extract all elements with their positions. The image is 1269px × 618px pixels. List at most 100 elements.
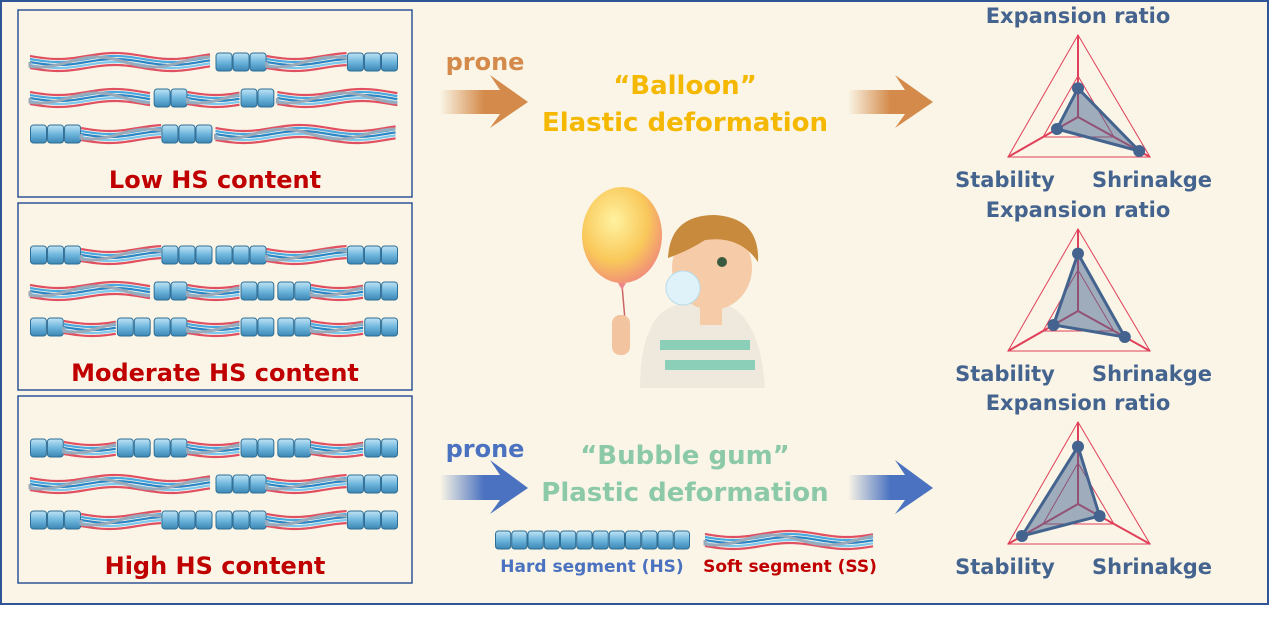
- hard-segment: [277, 281, 312, 301]
- hard-segment: [240, 438, 275, 458]
- radar-point: [1051, 123, 1063, 135]
- radar-point: [1133, 145, 1146, 157]
- hard-segment: [30, 317, 64, 337]
- hard-segment: [346, 245, 399, 265]
- hard-segment: [240, 317, 275, 337]
- radar-grid: [1007, 228, 1151, 352]
- soft-segment: [185, 283, 240, 302]
- radar-axis-label: Expansion ratio: [986, 198, 1171, 222]
- soft-segment: [185, 440, 240, 459]
- soft-segment: [185, 319, 240, 338]
- prone-label-top: prone: [446, 48, 525, 76]
- radar-point: [1072, 247, 1084, 260]
- radar-axis-label: Shrinakge: [1092, 362, 1212, 386]
- radar-axis-label: Stability: [955, 362, 1055, 386]
- hard-segment: [161, 245, 213, 265]
- hard-segment: [30, 124, 82, 144]
- radar-grid: [1007, 34, 1151, 158]
- radar-axis-label: Expansion ratio: [986, 4, 1171, 28]
- soft-segment: [309, 319, 364, 338]
- soft-segment: [28, 473, 211, 495]
- hard-segment: [116, 317, 151, 337]
- arrow-blue-icon: [440, 460, 528, 514]
- soft-segment: [309, 440, 364, 459]
- hard-segment: [30, 438, 64, 458]
- hard-segment: [153, 88, 188, 108]
- hard-segment: [346, 474, 399, 494]
- hard-segment: [364, 317, 398, 337]
- plastic-deformation-label: Plastic deformation: [541, 478, 828, 508]
- soft-segment: [265, 510, 347, 531]
- soft-segment: [265, 52, 347, 73]
- hard-segment: [240, 88, 275, 108]
- bubble-gum-label: “Bubble gum”: [580, 441, 790, 471]
- radar-point: [1072, 82, 1084, 95]
- soft-segment: [309, 283, 364, 302]
- hard-segment: [153, 281, 188, 301]
- hard-segment: [346, 52, 399, 72]
- elastic-deformation-label: Elastic deformation: [542, 108, 828, 138]
- radar-point: [1118, 331, 1131, 343]
- soft-segment: [62, 440, 117, 459]
- panel-title: High HS content: [105, 552, 326, 580]
- hard-segment: [116, 438, 151, 458]
- soft-segment: [28, 280, 151, 302]
- balloon-label: “Balloon”: [613, 71, 757, 101]
- soft-segment: [265, 245, 347, 266]
- radar-point: [1047, 319, 1060, 331]
- soft-segment: [214, 123, 396, 145]
- arrow-orange-icon: [848, 75, 933, 128]
- soft-segment: [79, 245, 162, 266]
- hard-segment: [240, 281, 275, 301]
- radar-area: [1054, 85, 1145, 154]
- hard-segment: [161, 124, 213, 144]
- radar-grid: [1007, 421, 1151, 545]
- soft-segment: [275, 87, 398, 109]
- panel-title: Low HS content: [109, 166, 321, 194]
- radar-axis-label: Shrinakge: [1092, 555, 1212, 579]
- hard-segment: [495, 530, 690, 550]
- hard-segment: [30, 245, 82, 265]
- radar-point: [1093, 510, 1106, 522]
- panel-2: Moderate HS content: [17, 202, 413, 391]
- hard-segment: [215, 474, 267, 494]
- soft-segment: [79, 124, 162, 145]
- hard-segment: [215, 245, 267, 265]
- radar-axis-label: Stability: [955, 168, 1055, 192]
- panel-title: Moderate HS content: [71, 359, 359, 387]
- radar-point: [1072, 440, 1084, 453]
- hard-segment: [364, 438, 398, 458]
- soft-segment-label: Soft segment (SS): [703, 557, 877, 577]
- panel-3: High HS content: [17, 395, 413, 584]
- hard-segment: [215, 52, 267, 72]
- prone-label-bottom: prone: [446, 435, 525, 463]
- soft-segment: [703, 529, 874, 551]
- hard-segment-label: Hard segment (HS): [500, 557, 683, 577]
- radar-area: [1051, 249, 1128, 339]
- soft-segment: [265, 474, 347, 495]
- radar-axis-label: Expansion ratio: [986, 391, 1171, 415]
- child-with-balloon-illustration: [582, 187, 765, 388]
- radar-area: [1018, 443, 1102, 539]
- hard-segment: [30, 510, 82, 530]
- radar-axis-label: Shrinakge: [1092, 168, 1212, 192]
- radar-point: [1016, 530, 1028, 542]
- hard-segment: [153, 317, 188, 337]
- soft-segment: [28, 87, 151, 109]
- hard-segment-legend-icon: [495, 530, 690, 550]
- soft-segment-legend-icon: [703, 529, 874, 551]
- arrow-blue-icon: [848, 460, 933, 514]
- panel-1: Low HS content: [17, 9, 413, 198]
- hard-segment: [161, 510, 213, 530]
- soft-segment: [79, 510, 162, 531]
- radar-axis-label: Stability: [955, 555, 1055, 579]
- hard-segment: [215, 510, 267, 530]
- arrow-orange-icon: [440, 75, 528, 128]
- soft-segment: [28, 51, 211, 73]
